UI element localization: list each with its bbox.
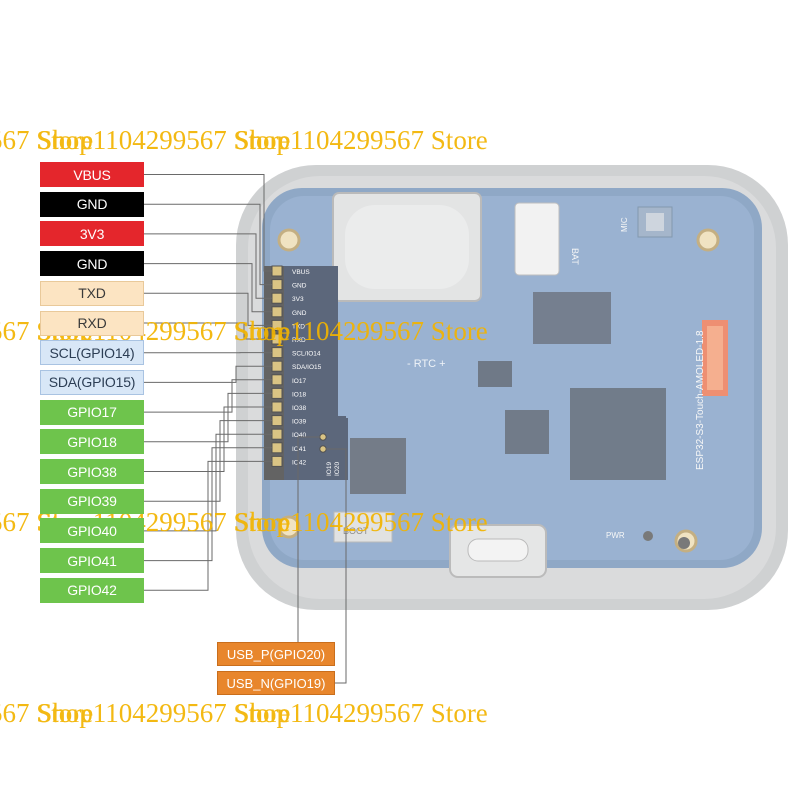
mic-silkscreen: MIC: [620, 217, 629, 232]
pin-label-3v3: 3V3: [40, 221, 144, 247]
header-pin-silkscreen: IO17: [292, 378, 306, 385]
leader-line: [144, 406, 272, 472]
leader-line: [144, 447, 272, 562]
pin-label-gpio18: GPIO18: [40, 429, 144, 455]
header-pin-silkscreen: TXD: [292, 323, 305, 330]
leader-line: [144, 379, 272, 413]
leader-line: [144, 174, 272, 272]
header-pin-silkscreen: IO39: [292, 419, 306, 426]
photo-fade: [232, 160, 792, 615]
leader-line: [144, 203, 272, 286]
pin-label-gnd: GND: [40, 191, 144, 217]
pin-label-gnd: GND: [40, 251, 144, 277]
pin-header: [264, 266, 348, 480]
header-pin-silkscreen: GND: [292, 310, 307, 317]
header-pin-silkscreen: RXD: [292, 337, 306, 344]
pin-label-gpio42: GPIO42: [40, 577, 144, 603]
usb-leader-line: [326, 448, 347, 684]
leader-line: [144, 433, 272, 532]
pin-label-sda: SDA(GPIO15): [40, 369, 144, 395]
header-pin-silkscreen: SDA/IO15: [292, 364, 322, 371]
leader-line: [144, 460, 272, 591]
rtc-silkscreen: - RTC +: [407, 358, 446, 370]
pin-label-txd: TXD: [40, 280, 144, 306]
leader-line: [144, 233, 272, 299]
header-pin-silkscreen: 3V3: [292, 296, 304, 303]
leader-line: [144, 322, 272, 340]
pcb-board: [262, 188, 762, 578]
header-pin-silkscreen: IO38: [292, 405, 306, 412]
leader-lines: [144, 174, 272, 591]
leader-line: [144, 292, 272, 326]
header-pin-silkscreen: SCL/IO14: [292, 351, 321, 358]
header-pin-silkscreen: IO40: [292, 432, 306, 439]
pin-label-vbus: VBUS: [40, 162, 144, 187]
pin-label-rxd: RXD: [40, 310, 144, 336]
pin-label-gpio41: GPIO41: [40, 548, 144, 574]
header-pin-silkscreen: GND: [292, 283, 307, 290]
pin-label-gpio40: GPIO40: [40, 518, 144, 544]
pin-label-scl: SCL(GPIO14): [40, 340, 144, 366]
bat-silkscreen: BAT: [570, 248, 580, 265]
usb-pad-silkscreen: IO19: [326, 462, 333, 476]
header-silkscreen: VBUSGND3V3GNDTXDRXDSCL/IO14SDA/IO15IO17I…: [292, 269, 322, 466]
boot-silkscreen: BOOT: [343, 526, 369, 536]
pwr-silkscreen: PWR: [606, 531, 625, 540]
usb-p-label: USB_P(GPIO20): [217, 642, 335, 666]
header-pin-silkscreen: IO18: [292, 391, 306, 398]
leader-line: [144, 392, 272, 443]
usb-n-label: USB_N(GPIO19): [217, 671, 335, 695]
pin-label-gpio39: GPIO39: [40, 488, 144, 514]
pin-label-gpio17: GPIO17: [40, 399, 144, 425]
leader-line: [144, 263, 272, 313]
header-pin-silkscreen: IO42: [292, 459, 306, 466]
leader-line: [144, 365, 272, 383]
header-pin-silkscreen: VBUS: [292, 269, 310, 276]
pin-label-gpio38: GPIO38: [40, 459, 144, 484]
model-silkscreen: ESP32-S3-Touch-AMOLED-1.8: [695, 330, 706, 470]
usb-pad-silkscreen: IO20: [334, 462, 341, 476]
header-pin-silkscreen: IO41: [292, 446, 306, 453]
